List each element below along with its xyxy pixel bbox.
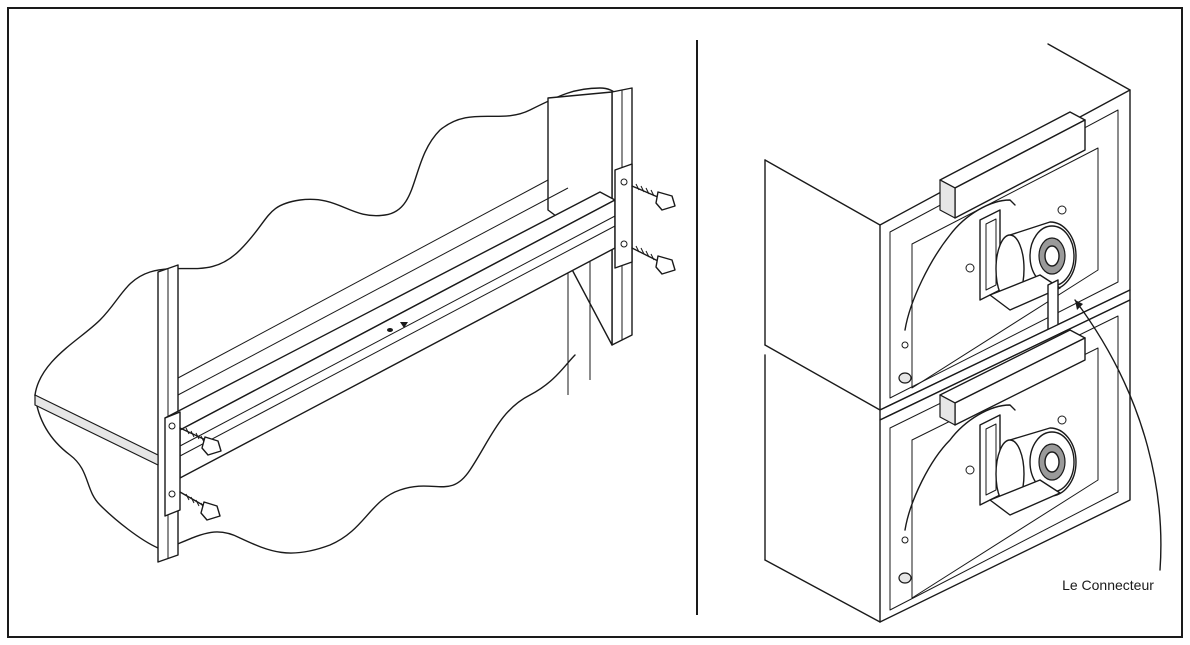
rail-notch [400,322,408,328]
foot-peg [898,372,912,384]
lower-module [879,299,1131,623]
speaker-driver [995,427,1077,509]
left-mount-bracket [164,411,181,517]
rail-front-face [179,199,616,479]
left-panel-rail-mounting [34,87,676,563]
rail-top-face [164,191,616,431]
cutaway-outline-lower [34,394,159,549]
connector-label: Le Connecteur [1062,577,1154,593]
right-mount-bracket [614,163,633,269]
upper-module [879,89,1131,411]
bolt-icon [179,427,222,456]
bolt-icon [631,183,676,211]
right-panel-stacked-modules: Le Connecteur [764,43,1162,623]
figure-frame [7,7,1183,638]
connector-callout-arrow [1074,299,1162,571]
bolt-icon [631,245,676,275]
foot-peg [898,572,912,584]
rail-slot [387,328,393,332]
cutaway-outline [34,87,619,554]
bolt-icon [179,491,221,521]
base-plate [34,394,159,466]
